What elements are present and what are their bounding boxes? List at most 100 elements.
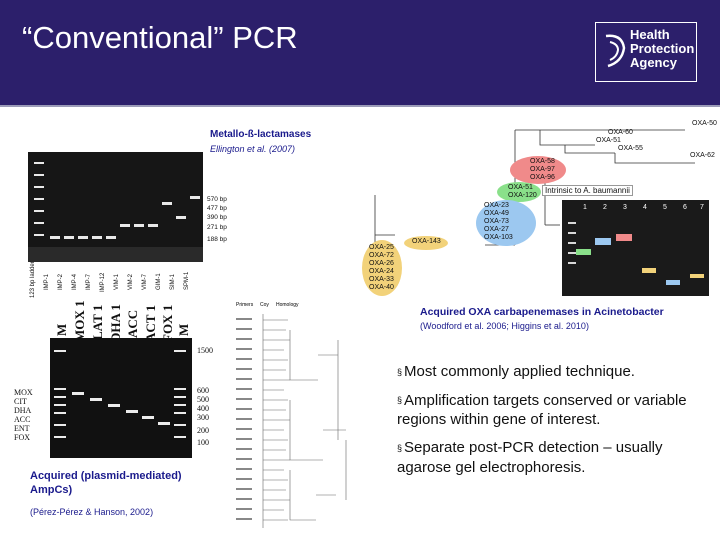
ampc-gene-label: DHA bbox=[14, 406, 32, 415]
metallo-lane-label: VIM-7 bbox=[142, 273, 148, 290]
oxa23-cluster bbox=[476, 200, 536, 246]
oxa-tree-label: OXA-33 bbox=[369, 276, 394, 283]
bullet-icon: § bbox=[397, 442, 403, 453]
ampc-lane-label: FOX 1 bbox=[160, 304, 175, 342]
oxa24-cluster bbox=[362, 240, 402, 296]
ampc-marker-label: 400 bbox=[197, 404, 209, 413]
bullet-icon: § bbox=[397, 366, 403, 377]
ampc-heading-line2: AmpCs) bbox=[30, 484, 73, 496]
bullet-list: §Most commonly applied technique. §Ampli… bbox=[397, 362, 715, 486]
metallo-lane-label: IMP-12 bbox=[100, 272, 106, 292]
ampc-gene-label: ENT bbox=[14, 424, 30, 433]
ampc-lane-label: M bbox=[54, 323, 69, 336]
logo-line-3: Agency bbox=[630, 55, 677, 70]
ampc-gel-bands bbox=[54, 350, 186, 438]
oxa-tree-label: OXA-27 bbox=[484, 226, 509, 233]
ampc-lane-label: M bbox=[176, 323, 191, 336]
metallo-bp-label: 271 bp bbox=[207, 224, 227, 231]
dendrogram-panel: Primers Coy Homology bbox=[228, 300, 378, 532]
metallo-lane-label: IMP-4 bbox=[72, 273, 78, 290]
ampc-citation: (Pérez-Pérez & Hanson, 2002) bbox=[30, 507, 154, 517]
oxa-gel-lane: 4 bbox=[643, 204, 647, 211]
oxa-gel-lane: 3 bbox=[623, 204, 627, 211]
oxa-gel-lane: 1 bbox=[583, 204, 587, 211]
ampc-heading-line1: Acquired (plasmid-mediated) bbox=[30, 470, 182, 482]
oxa-tree-label: OXA-97 bbox=[530, 166, 555, 173]
oxa-tree-label: OXA-24 bbox=[369, 268, 394, 275]
metallo-lane-label: SPM-1 bbox=[184, 271, 190, 290]
intrinsic-note: Intrinsic to A. baumannii bbox=[542, 185, 633, 196]
metallo-lane-label: IMP-7 bbox=[86, 273, 92, 290]
slide-header: “Conventional” PCR Health Protection Age… bbox=[0, 0, 720, 105]
ampc-marker-label: 200 bbox=[197, 426, 209, 435]
oxa-tree-label: OXA-72 bbox=[369, 252, 394, 259]
ampc-marker-label: 600 bbox=[197, 386, 209, 395]
bullet-item: §Separate post-PCR detection – usually a… bbox=[397, 438, 715, 477]
oxa-gel-lane: 5 bbox=[663, 204, 667, 211]
slide-title: “Conventional” PCR bbox=[22, 20, 298, 55]
metallo-gel-image bbox=[28, 152, 203, 262]
oxa-gel-lane: 7 bbox=[700, 204, 704, 211]
metallo-citation: Ellington et al. (2007) bbox=[210, 144, 296, 154]
oxa-gel-lane: 2 bbox=[603, 204, 607, 211]
logo-line-2: Protection bbox=[630, 41, 695, 56]
dendrogram-lines bbox=[236, 314, 347, 528]
bullet-text: Separate post-PCR detection – usually ag… bbox=[397, 439, 663, 476]
oxa-tree-label: OXA-96 bbox=[530, 174, 555, 181]
oxa-tree-label: OXA-55 bbox=[618, 145, 643, 152]
metallo-lane-label: IMP-2 bbox=[58, 273, 64, 290]
bullet-text: Amplification targets conserved or varia… bbox=[397, 391, 687, 429]
oxa58-cluster bbox=[510, 156, 566, 184]
metallo-gel-bands bbox=[28, 152, 203, 262]
oxa-tree-label: OXA-60 bbox=[608, 129, 633, 136]
ampc-marker-label: 100 bbox=[197, 438, 209, 447]
metallo-lane-label: VIM-2 bbox=[128, 273, 134, 290]
oxa-tree-label: OXA-103 bbox=[484, 234, 513, 241]
bullet-text: Most commonly applied technique. bbox=[404, 363, 635, 380]
oxa-tree-label: OXA-58 bbox=[530, 158, 555, 165]
oxa-tree-label: OXA-120 bbox=[508, 192, 537, 199]
ampc-marker-label: 1500 bbox=[197, 346, 213, 355]
oxa-tree-label: OXA-143 bbox=[412, 238, 441, 245]
ampc-gene-label: ACC bbox=[14, 415, 31, 424]
hpa-logo-icon bbox=[605, 34, 626, 68]
metallo-bp-label: 188 bp bbox=[207, 236, 227, 243]
oxa-citation: (Woodford et al. 2006; Higgins et al. 20… bbox=[420, 321, 589, 331]
metallo-lane-label: VIM-1 bbox=[114, 273, 120, 290]
metallo-heading: Metallo-ß-lactamases bbox=[210, 129, 312, 140]
dendrogram-header: Primers bbox=[236, 302, 254, 308]
logo-line-1: Health bbox=[630, 27, 670, 42]
bullet-icon: § bbox=[397, 395, 403, 406]
oxa-gel-lane: 6 bbox=[683, 204, 687, 211]
oxa-tree-label: OXA-62 bbox=[690, 152, 715, 159]
oxa-tree-label: OXA-40 bbox=[369, 284, 394, 291]
metallo-bp-label: 390 bp bbox=[207, 214, 227, 221]
oxa51-cluster bbox=[497, 182, 541, 202]
oxa-tree-label: OXA-23 bbox=[484, 202, 509, 209]
oxa-tree-label: OXA-26 bbox=[369, 260, 394, 267]
ampc-lane-label: MOX 1 bbox=[72, 300, 87, 342]
hpa-logo-text: Health Protection Agency bbox=[630, 28, 694, 70]
bullet-item: §Most commonly applied technique. bbox=[397, 362, 715, 382]
oxa-tree-label: OXA-51 bbox=[596, 137, 621, 144]
oxa-tree-label: OXA-50 bbox=[692, 120, 717, 127]
ampc-lane-label: ACT 1 bbox=[143, 305, 158, 342]
header-rule bbox=[0, 105, 720, 107]
oxa143-cluster bbox=[404, 236, 448, 250]
ampc-marker-label: 500 bbox=[197, 395, 209, 404]
ampc-gel-image bbox=[50, 338, 192, 458]
metallo-lane-label: GIM-1 bbox=[156, 273, 162, 290]
oxa-tree-label: OXA-25 bbox=[369, 244, 394, 251]
oxa-tree-label: OXA-73 bbox=[484, 218, 509, 225]
metallo-bp-label: 477 bp bbox=[207, 205, 227, 212]
hpa-logo: Health Protection Agency bbox=[595, 22, 697, 82]
bullet-item: §Amplification targets conserved or vari… bbox=[397, 391, 715, 430]
oxa-tree-label: OXA-51 bbox=[508, 184, 533, 191]
ampc-gene-label: MOX bbox=[14, 388, 33, 397]
oxa-heading: Acquired OXA carbapenemases in Acinetoba… bbox=[420, 306, 664, 318]
metallo-bp-label: 570 bp bbox=[207, 196, 227, 203]
oxa-tree-label: OXA-49 bbox=[484, 210, 509, 217]
ampc-gene-label: CIT bbox=[14, 397, 27, 406]
ampc-lane-label: ACC bbox=[125, 309, 140, 338]
metallo-lane-label: SIM-1 bbox=[170, 273, 176, 290]
